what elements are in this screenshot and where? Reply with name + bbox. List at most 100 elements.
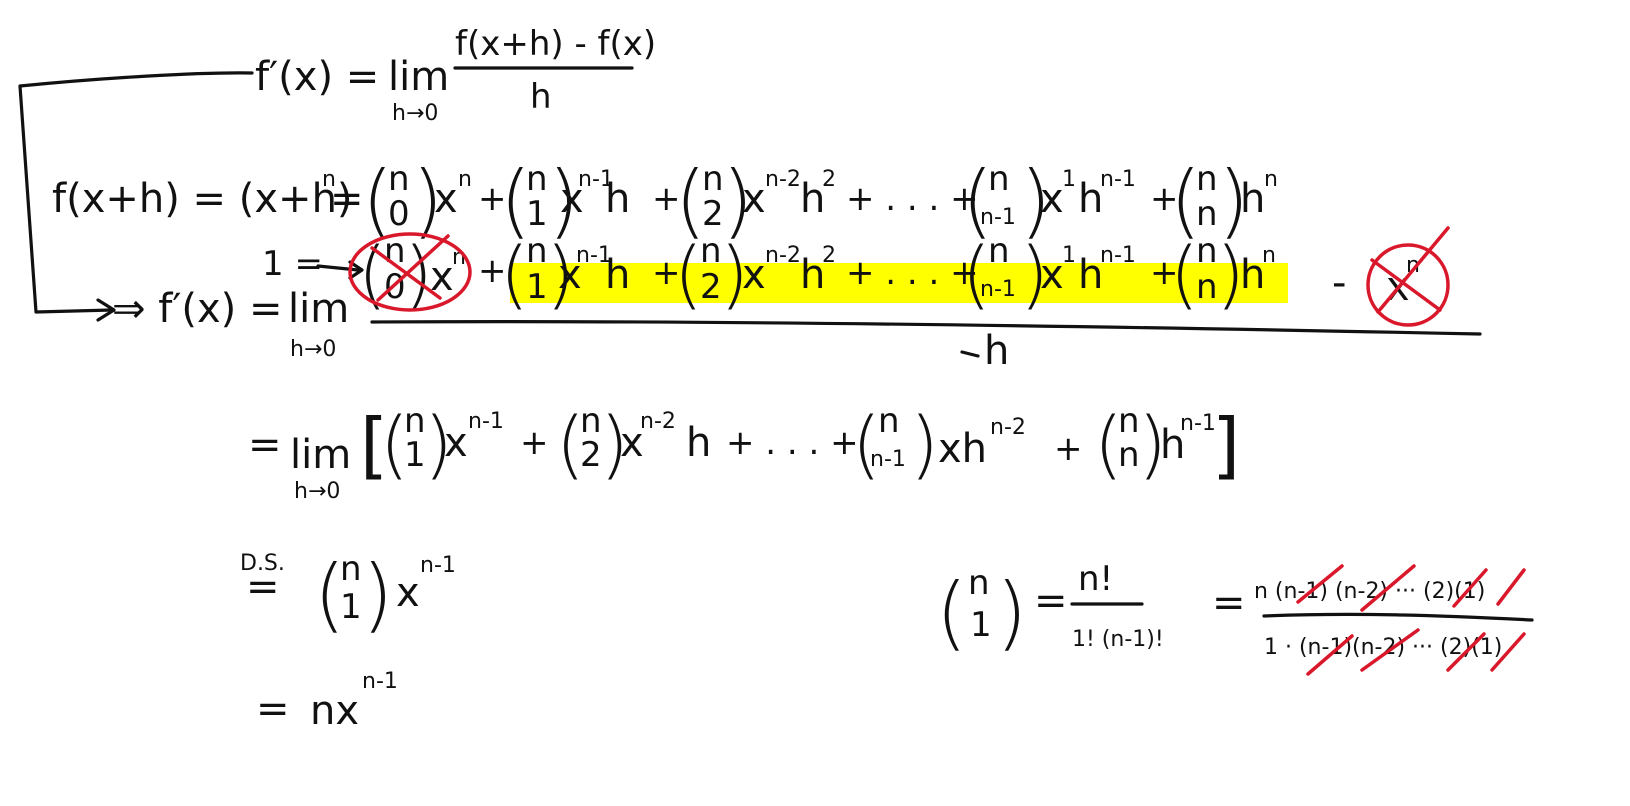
binom-bottom: n	[1118, 435, 1140, 475]
binomial-expansion: f(x+h) = (x+h) n = ( n 0 ) x n + ( n 1 )…	[52, 154, 1278, 247]
red-strike	[1306, 634, 1354, 676]
plus: +	[652, 253, 681, 293]
binom-top: n	[988, 231, 1010, 271]
side-eq1: =	[1034, 578, 1068, 624]
red-strike	[1446, 632, 1486, 672]
plus: +	[1150, 179, 1179, 219]
var-x: x	[742, 176, 766, 222]
exp: n-2	[640, 409, 676, 434]
line1-lim: lim	[388, 54, 449, 100]
direct-substitution: D.S. = ( n 1 ) x n-1	[240, 548, 456, 641]
binom-bottom: n-1	[870, 447, 906, 472]
paren: (	[936, 566, 967, 659]
paren: )	[720, 232, 749, 318]
var-x: x	[742, 252, 766, 298]
side-frac-den: 1! (n-1)!	[1072, 627, 1164, 652]
binom-top: n	[404, 401, 426, 441]
var-x: x	[620, 420, 644, 466]
red-strike	[1296, 564, 1344, 604]
var-h: h	[1240, 252, 1265, 298]
paren: (	[380, 402, 409, 488]
binom-bottom: 1	[526, 267, 548, 307]
binomial-coefficient-calc: ( n 1 ) = n! 1! (n-1)! = n (n-1) (n-2) ·…	[936, 559, 1534, 676]
paren: (	[1170, 154, 1201, 247]
var-x: x	[444, 420, 468, 466]
red-strike	[1360, 628, 1420, 672]
paren: )	[722, 154, 753, 247]
paren: )	[600, 402, 629, 488]
binom-top: n	[526, 159, 548, 199]
line3-lim-sub: h→0	[290, 337, 336, 362]
var-x: x	[1040, 252, 1064, 298]
var-h: h	[1078, 176, 1103, 222]
red-strike	[1490, 632, 1526, 672]
var-x: x	[1040, 176, 1064, 222]
red-strike	[1360, 564, 1416, 612]
paren: (	[500, 232, 529, 318]
red-cross-line	[376, 234, 450, 302]
paren: )	[546, 232, 575, 318]
binom-top: n	[878, 401, 900, 441]
derivative-definition: f′(x) = lim h→0 f(x+h) - f(x) h	[255, 24, 656, 126]
var-h: h	[1240, 176, 1265, 222]
var-h: h	[800, 176, 825, 222]
binom-top: n	[340, 549, 362, 589]
paren: (	[675, 154, 706, 247]
paren: )	[1020, 154, 1051, 247]
binom-bottom: 0	[384, 267, 406, 307]
binom-bottom: 1	[526, 194, 548, 234]
binom-bottom: 2	[700, 267, 722, 307]
exp: n-1	[1100, 167, 1136, 192]
binom-bottom: 1	[970, 605, 992, 645]
exp: n-1	[1100, 243, 1136, 268]
var-x: x	[560, 176, 584, 222]
exp: n-2	[990, 415, 1026, 440]
side-frac-num: n!	[1078, 559, 1113, 599]
var-h: h	[605, 176, 630, 222]
binom-top: n	[1196, 159, 1218, 199]
plus: +	[652, 179, 681, 219]
binom-top: n	[526, 231, 548, 271]
line1-lhs: f′(x) =	[255, 54, 379, 100]
var-xh: xh	[938, 426, 987, 472]
arrow	[348, 260, 364, 280]
paren: (	[962, 232, 991, 318]
paren: (	[500, 154, 531, 247]
paren: )	[362, 548, 393, 641]
binom-top: n	[580, 401, 602, 441]
binom-bottom: n	[1196, 194, 1218, 234]
plus: +	[1150, 253, 1179, 293]
line4-lim-sub: h→0	[294, 479, 340, 504]
dots: + . . . +	[846, 253, 979, 293]
minus-sign: -	[1332, 260, 1346, 306]
paren: (	[1094, 402, 1123, 488]
paren: )	[1020, 232, 1049, 318]
red-cross-circle	[348, 232, 472, 312]
exp: n-1	[468, 409, 504, 434]
var-h: h	[1078, 252, 1103, 298]
red-strike	[1496, 568, 1526, 606]
binom-bottom: 1	[340, 587, 362, 627]
exp: n-2	[765, 243, 801, 268]
dots: + . . . +	[726, 423, 859, 463]
binom-bottom: n-1	[980, 277, 1016, 302]
binom-bottom: n-1	[980, 205, 1016, 230]
binom-bottom: 0	[388, 194, 410, 234]
exp: n-1	[578, 167, 614, 192]
line6-exp: n-1	[362, 669, 398, 694]
exp: n-1	[576, 243, 612, 268]
stroke	[960, 350, 980, 358]
red-strike	[1452, 568, 1488, 608]
exp: n	[458, 167, 472, 192]
line1-numerator: f(x+h) - f(x)	[455, 24, 656, 64]
side-num2: n (n-1) (n-2) ··· (2)(1)	[1254, 579, 1485, 604]
line1-denominator: h	[530, 77, 552, 117]
ds-label: D.S.	[240, 551, 285, 576]
binom-top: n	[968, 563, 990, 603]
binom-bottom: 2	[580, 435, 602, 475]
var-h: h	[800, 252, 825, 298]
paren: )	[1218, 154, 1249, 247]
plus: +	[520, 423, 549, 463]
paren: )	[412, 154, 443, 247]
left-bracket: [	[360, 403, 388, 487]
